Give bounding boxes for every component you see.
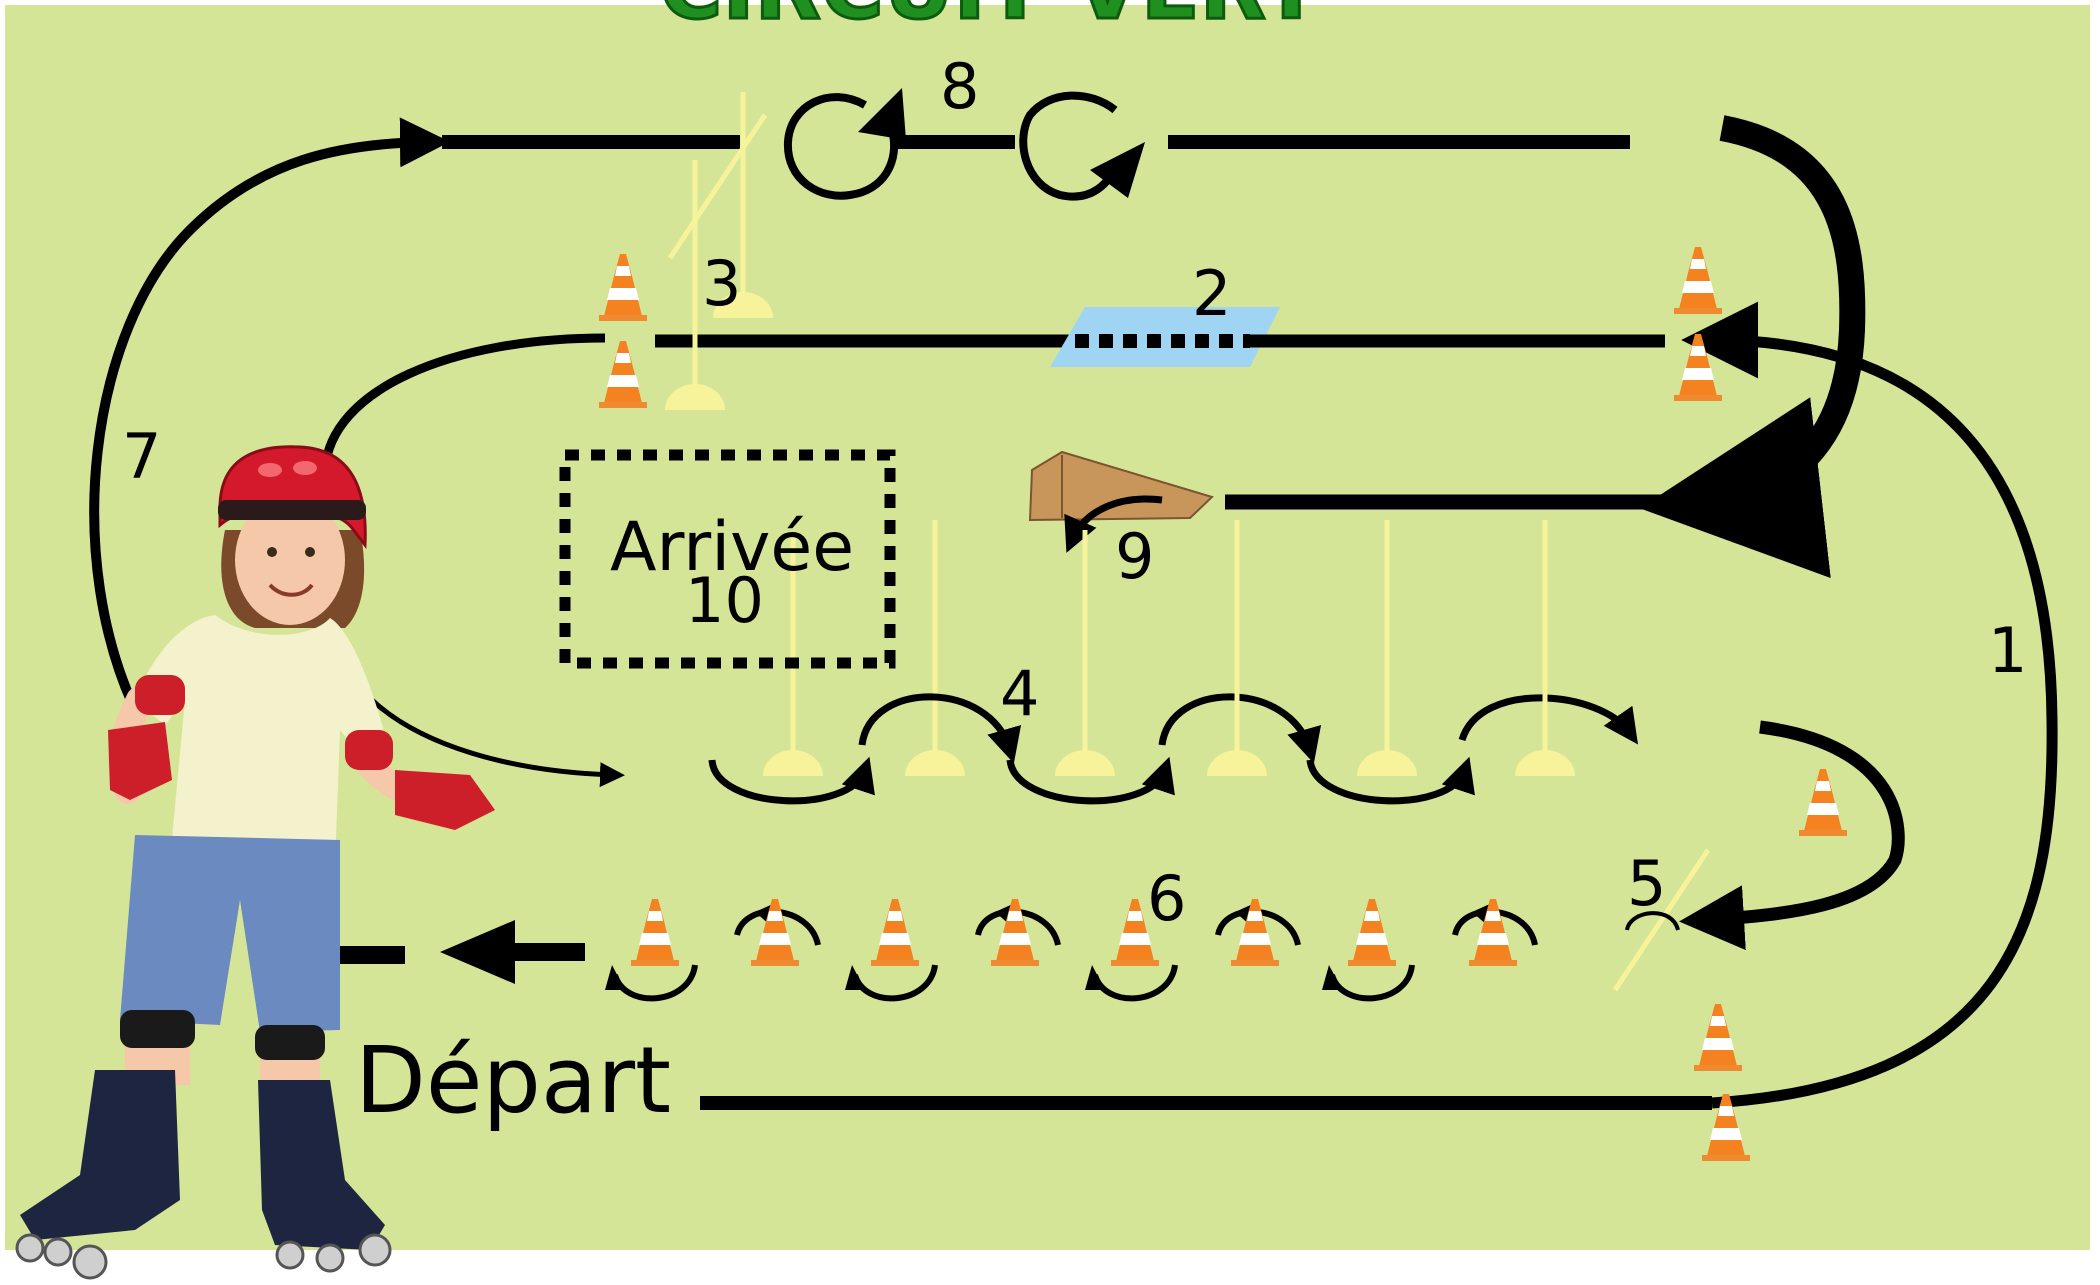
station-3-number: 3 xyxy=(702,247,741,320)
knee-pad-left xyxy=(120,1010,195,1048)
station-4-number: 4 xyxy=(1000,657,1039,730)
station-1-number: 1 xyxy=(1988,614,2027,687)
elbow-pad-right xyxy=(345,730,393,770)
station-2-number: 2 xyxy=(1192,257,1231,330)
station-8-number: 8 xyxy=(940,50,979,123)
wheel-l1 xyxy=(17,1235,43,1261)
helmet-vent-1 xyxy=(258,463,282,477)
helmet-vent-2 xyxy=(293,461,317,475)
station-5-number: 5 xyxy=(1627,847,1666,920)
eye-left xyxy=(267,547,277,557)
station-7-number: 7 xyxy=(122,420,161,493)
station-9-number: 9 xyxy=(1115,520,1154,593)
circuit-title: CIRCUIT VERT xyxy=(659,0,1321,39)
helmet-rim xyxy=(218,500,366,520)
wheel-r2 xyxy=(317,1245,343,1271)
wheel-l3 xyxy=(74,1246,106,1278)
eye-right xyxy=(305,547,315,557)
knee-pad-right xyxy=(255,1025,325,1060)
finish-number: 10 xyxy=(685,564,764,637)
station-6-number: 6 xyxy=(1147,862,1186,935)
elbow-pad-left xyxy=(135,675,185,715)
wheel-l2 xyxy=(45,1239,71,1265)
wheel-r3 xyxy=(360,1235,390,1265)
wheel-r1 xyxy=(277,1242,303,1268)
start-label: Départ xyxy=(355,1027,671,1134)
